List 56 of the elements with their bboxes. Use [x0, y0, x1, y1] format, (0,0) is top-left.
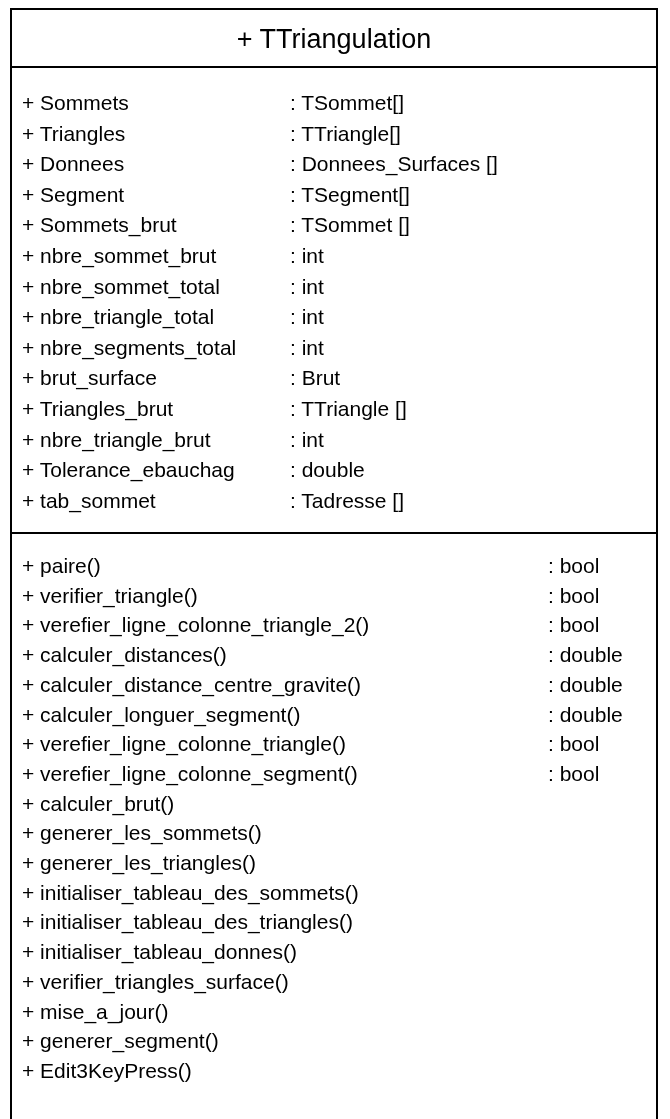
attribute-type: : int: [290, 304, 324, 331]
attribute-name: + tab_sommet: [22, 487, 156, 514]
attribute-type: : TSommet []: [290, 212, 410, 239]
return-type: : bool: [548, 582, 600, 609]
operation-name: + calculer_longuer_segment(): [22, 701, 301, 728]
operation-name: + verefier_ligne_colonne_triangle_2(): [22, 612, 370, 639]
attribute-type: : TTriangle[]: [290, 120, 401, 147]
attribute-name: + nbre_triangle_brut: [22, 426, 211, 453]
operation-name: + paire(): [22, 553, 101, 579]
attribute-name: + Triangles: [22, 120, 126, 147]
attribute-type: : TSommet[]: [290, 90, 404, 116]
class-name: + TTriangulation: [235, 23, 433, 55]
return-type: : double: [548, 701, 623, 728]
attribute-name: + Triangles_brut: [22, 396, 174, 422]
attribute-type: : Brut: [290, 365, 341, 392]
return-type: : bool: [548, 731, 600, 758]
attribute-name: + nbre_segments_total: [22, 334, 237, 361]
attribute-name: + brut_surface: [22, 365, 157, 392]
return-type: : bool: [548, 612, 600, 639]
class-box: [10, 8, 658, 1119]
operation-name: + initialiser_tableau_donnes(): [22, 939, 297, 966]
operation-name: + verifier_triangles_surface(): [22, 968, 289, 995]
attribute-name: + Donnees: [22, 151, 125, 178]
operation-name: + initialiser_tableau_des_sommets(): [22, 879, 359, 906]
attribute-name: + nbre_triangle_total: [22, 304, 215, 331]
operation-name: + verefier_ligne_colonne_triangle(): [22, 731, 346, 758]
attribute-type: : int: [290, 426, 324, 453]
operation-name: + verifier_triangle(): [22, 582, 198, 609]
operation-name: + calculer_distances(): [22, 642, 227, 669]
attribute-type: : TSegment[]: [290, 181, 410, 208]
attribute-type: : TTriangle []: [290, 396, 407, 422]
attribute-type: : double: [290, 457, 365, 484]
attribute-name: + Sommets: [22, 90, 129, 116]
operation-name: + initialiser_tableau_des_triangles(): [22, 909, 353, 936]
operation-name: + mise_a_jour(): [22, 998, 169, 1025]
attribute-type: : int: [290, 243, 324, 269]
operation-name: + verefier_ligne_colonne_segment(): [22, 760, 358, 787]
return-type: : double: [548, 671, 623, 698]
attribute-name: + nbre_sommet_brut: [22, 243, 217, 269]
operation-name: + generer_segment(): [22, 1028, 219, 1055]
operation-name: + generer_les_sommets(): [22, 820, 262, 847]
attribute-name: + Sommets_brut: [22, 212, 177, 239]
attribute-type: : Donnees_Surfaces []: [290, 151, 498, 178]
return-type: : bool: [548, 760, 600, 787]
attribute-type: : Tadresse []: [290, 487, 404, 514]
attribute-type: : int: [290, 334, 324, 361]
return-type: : double: [548, 642, 623, 669]
operation-name: + calculer_brut(): [22, 790, 175, 817]
return-type: : bool: [548, 553, 600, 579]
operation-name: + calculer_distance_centre_gravite(): [22, 671, 362, 698]
operation-name: + Edit3KeyPress(): [22, 1057, 192, 1084]
attribute-name: + Tolerance_ebauchag: [22, 457, 235, 484]
operation-name: + generer_les_triangles(): [22, 850, 257, 876]
attribute-name: + nbre_sommet_total: [22, 273, 220, 300]
attribute-name: + Segment: [22, 181, 125, 208]
attribute-type: : int: [290, 273, 324, 300]
